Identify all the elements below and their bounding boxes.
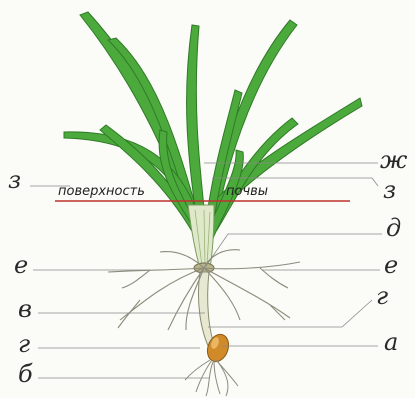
label-b-left: б	[18, 362, 33, 386]
label-e-left: е	[14, 253, 28, 277]
label-z-right: з	[383, 178, 396, 202]
surface-word-1: поверхность	[58, 185, 145, 198]
label-d-right: д	[386, 216, 401, 240]
label-e-right: е	[384, 253, 398, 277]
label-a-right: а	[384, 330, 398, 354]
label-v-left: в	[18, 297, 32, 321]
label-z-left: з	[8, 168, 21, 192]
surface-word-2: почвы	[226, 185, 268, 198]
label-g-right: г	[376, 284, 388, 308]
label-zh-right: ж	[380, 148, 407, 172]
label-g-left: г	[18, 332, 30, 356]
